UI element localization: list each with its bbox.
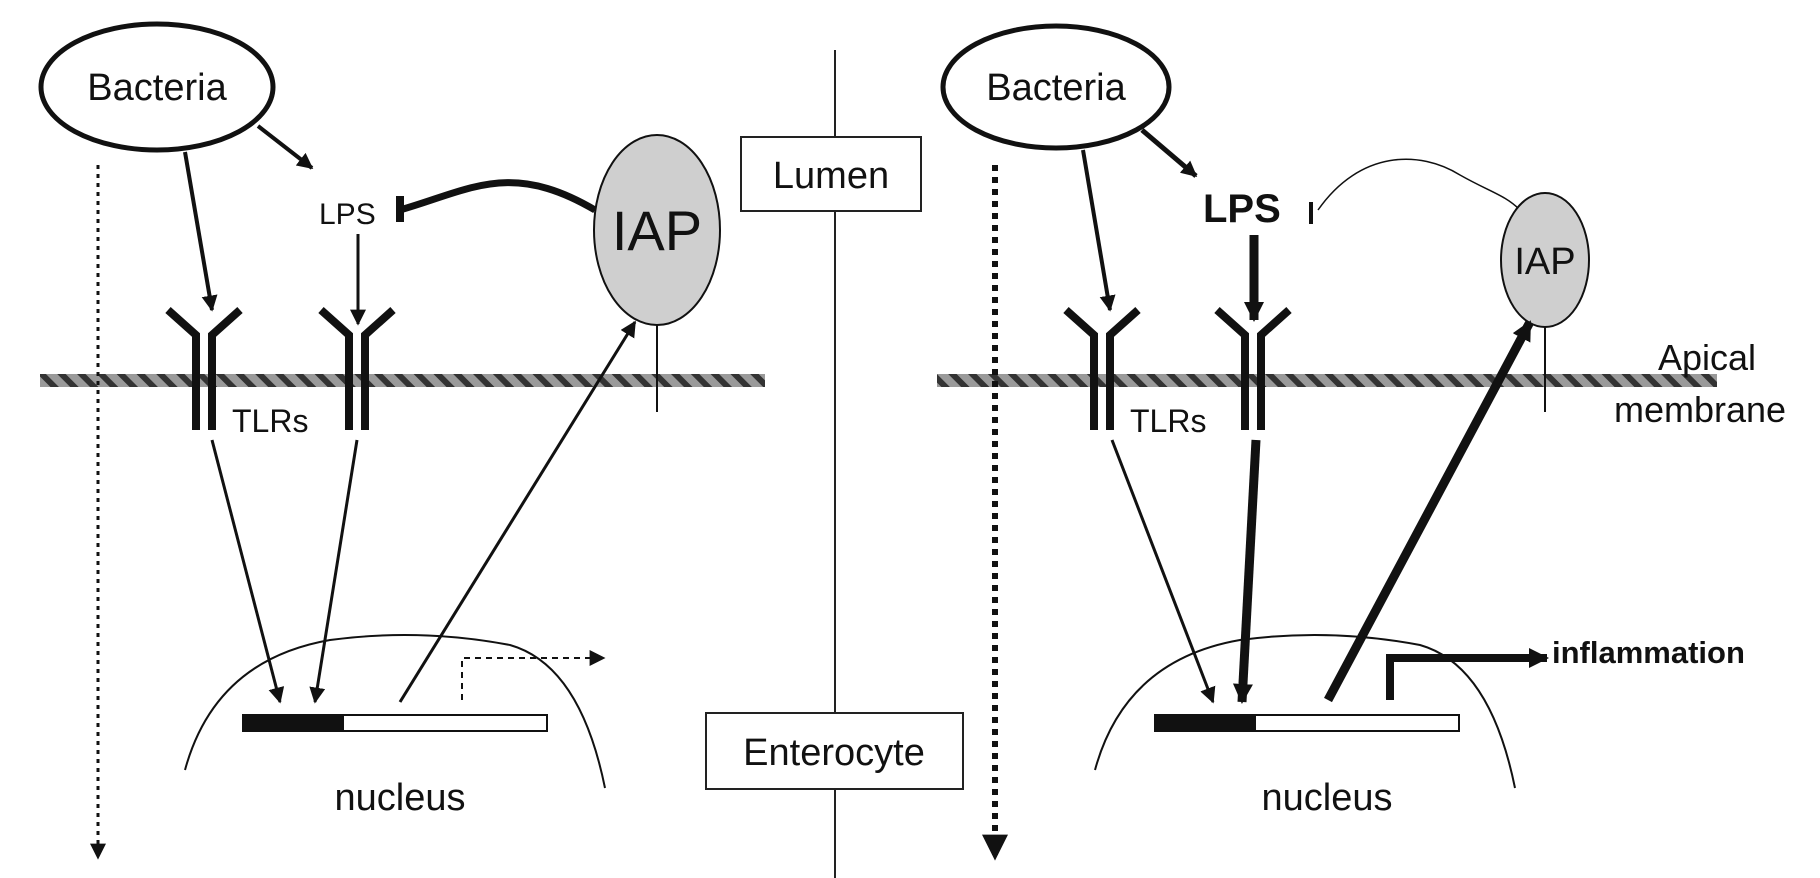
right-gene-promoter (1155, 715, 1256, 731)
left-bacteria-ellipse (38, 21, 276, 153)
right-apical-label-line1: Apical (1658, 337, 1756, 378)
left-tlr-receptor-2 (318, 307, 396, 430)
right-tlr-receptor-1 (1063, 307, 1141, 430)
right-inflammation-label: inflammation (1552, 635, 1745, 670)
right-tlrs-label: TLRs (1130, 403, 1206, 439)
left-apical-membrane (40, 374, 765, 387)
right-bacteria-label: Bacteria (986, 67, 1126, 109)
left-bacteria-to-tlr-arrow (183, 151, 218, 312)
left-gene-to-iap-arrow (398, 320, 637, 703)
right-apical-membrane (937, 374, 1717, 387)
right-tlr2-to-nucleus-arrow (1232, 439, 1261, 704)
left-nucleus-label: nucleus (335, 777, 466, 819)
left-iap-inhibition-curve (399, 179, 597, 214)
right-nucleus-label: nucleus (1262, 777, 1393, 819)
left-nucleus-boundary (184, 634, 606, 789)
right-bacteria-to-tlr-arrow (1081, 149, 1116, 312)
left-tlrs-label: TLRs (232, 403, 308, 439)
left-tlr2-to-nucleus-arrow (309, 439, 359, 704)
right-bacteria-ellipse (940, 23, 1172, 151)
left-tlr1-to-nucleus-arrow (210, 439, 285, 704)
left-weak-transcription-arrow (461, 650, 606, 700)
left-tlr-receptor-1 (165, 307, 243, 430)
enterocyte-label: Enterocyte (743, 732, 925, 774)
right-inflammation-transcription-arrow (1386, 648, 1549, 700)
left-panel: Bacteria LPS IAP TLRs (38, 21, 765, 860)
right-nucleus-boundary (1094, 634, 1516, 789)
right-tlr1-to-nucleus-arrow (1110, 439, 1216, 704)
left-lps-label: LPS (319, 198, 376, 231)
left-iap-label: IAP (612, 199, 702, 262)
enterocyte-box (705, 712, 964, 790)
lumen-label: Lumen (773, 155, 889, 197)
left-bacteria-to-lps-arrow (256, 124, 314, 170)
left-gene-promoter (243, 715, 344, 731)
right-panel: Apical membrane Bacteria LPS IAP TL (937, 23, 1786, 861)
left-bacteria-label: Bacteria (87, 67, 227, 109)
right-iap-inhibition-curve (1317, 158, 1521, 211)
right-iap-label: IAP (1514, 241, 1575, 283)
right-tlr-receptor-2 (1214, 307, 1292, 430)
lumen-box (740, 136, 922, 212)
right-bacteria-to-lps-arrow (1140, 128, 1198, 178)
right-lps-label: LPS (1203, 187, 1281, 231)
right-apical-label-line2: membrane (1614, 389, 1786, 430)
